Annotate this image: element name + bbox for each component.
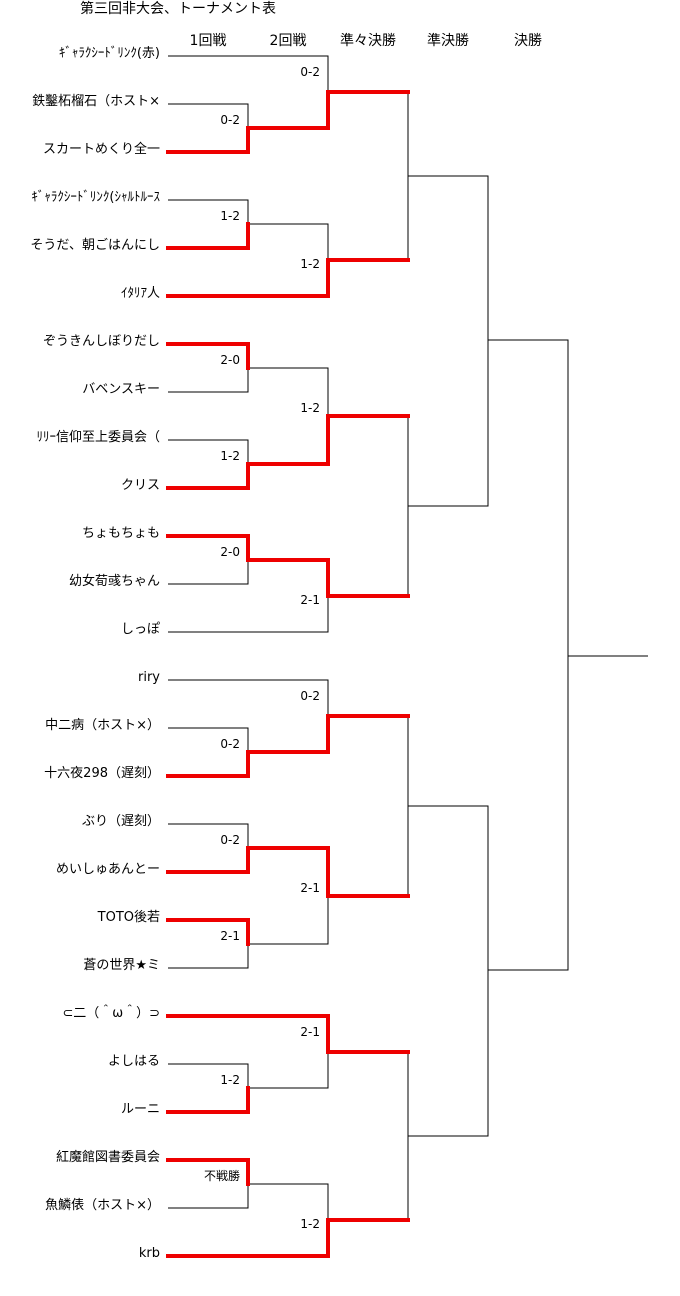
match-score-r1a: 0-2 [220, 113, 240, 127]
match-score-r1f: 0-2 [220, 737, 240, 751]
player-name: ⊂二（＾ω＾）⊃ [62, 1006, 160, 1021]
bracket-line [168, 103, 249, 128]
bracket-line [248, 367, 329, 416]
winner-path [166, 1014, 410, 1054]
player-name: ぶり（遅刻） [81, 814, 160, 829]
player-name: しっぽ [120, 622, 160, 637]
player-name: 中二病（ホスト×） [45, 718, 160, 733]
match-score-r1h: 2-1 [220, 929, 240, 943]
bracket-line [488, 339, 569, 656]
match-score-r2d: 2-1 [300, 593, 320, 607]
winner-path [166, 414, 410, 490]
bracket-line [248, 1052, 329, 1089]
player-name: ルーニ [120, 1102, 160, 1117]
player-name: 蒼の世界★ミ [83, 958, 160, 973]
round-header-2: 2回戦 [269, 33, 307, 49]
page-title: 第三回非大会、トーナメント表 [80, 1, 276, 17]
bracket-line [248, 1183, 329, 1220]
player-name: バベンスキー [82, 382, 160, 397]
match-score-r1e: 2-0 [220, 545, 240, 559]
winner-path [166, 1158, 250, 1186]
match-score-r1g: 0-2 [220, 833, 240, 847]
bracket-line [168, 439, 249, 464]
bracket-line [168, 823, 249, 848]
player-name: 鉄鑿柘榴石（ホスト× [32, 94, 160, 109]
match-score-r1d: 1-2 [220, 449, 240, 463]
match-score-r2c: 1-2 [300, 401, 320, 415]
player-name: めいしゅあんとー [55, 862, 160, 877]
player-name: krb [138, 1246, 160, 1261]
bracket-line [168, 368, 249, 393]
bracket-line [168, 727, 249, 752]
player-name: ちょもちょも [81, 526, 160, 541]
winner-path [166, 222, 250, 250]
match-score-r2f: 2-1 [300, 881, 320, 895]
round-header-semifinal: 準決勝 [427, 33, 469, 49]
match-score-r2g: 2-1 [300, 1025, 320, 1039]
bracket-line [407, 970, 489, 1137]
player-name: riry [138, 670, 160, 685]
winner-path [166, 258, 410, 298]
bracket-line [248, 223, 329, 260]
match-score-r1j: 不戦勝 [203, 1169, 240, 1183]
match-score-r1c: 2-0 [220, 353, 240, 367]
player-name: スカートめくり全一 [42, 142, 160, 157]
bracket-line [168, 1184, 249, 1209]
bracket-line [407, 340, 489, 507]
match-score-r2h: 1-2 [300, 1217, 320, 1231]
player-name: 幼女荀彧ちゃん [68, 574, 160, 589]
bracket-line [168, 596, 329, 633]
bracket-line [168, 1063, 249, 1088]
bracket-line [407, 92, 489, 340]
winner-path [166, 918, 250, 946]
bracket-line [168, 55, 329, 92]
bracket-line [168, 944, 249, 969]
player-name: 魚鱗俵（ホスト×） [45, 1198, 160, 1213]
bracket-line [407, 716, 489, 970]
player-name: ｷﾞｬﾗｸｼｰﾄﾞﾘﾝｸ(赤) [58, 46, 160, 61]
bracket-line [168, 679, 329, 716]
player-name: ｲﾀﾘｱ人 [120, 286, 160, 301]
winner-path [166, 90, 410, 154]
match-score-r1b: 1-2 [220, 209, 240, 223]
player-name: クリス [120, 478, 160, 493]
winner-path [166, 846, 410, 898]
round-header-quarterfinal: 準々決勝 [340, 33, 396, 49]
player-name: TOTO後若 [97, 910, 160, 925]
bracket-line [168, 199, 249, 224]
round-header-final: 決勝 [514, 33, 542, 49]
bracket-line [248, 896, 329, 945]
round-header-1: 1回戦 [189, 33, 227, 49]
match-score-r2b: 1-2 [300, 257, 320, 271]
player-name: 紅魔館図書委員会 [55, 1150, 160, 1165]
winner-path [166, 714, 410, 778]
match-score-r2a: 0-2 [300, 65, 320, 79]
player-name: ぞうきんしぼりだし [42, 334, 160, 349]
winner-path [166, 342, 250, 370]
player-name: ｷﾞｬﾗｸｼｰﾄﾞﾘﾝｸ(ｼｬﾙﾄﾙｰｽ [31, 190, 160, 205]
match-score-r2e: 0-2 [300, 689, 320, 703]
winner-path [166, 1086, 250, 1114]
player-name: そうだ、朝ごはんにし [30, 238, 160, 253]
player-name: 十六夜298（遅刻） [44, 766, 160, 781]
player-name: ﾘﾘｰ信仰至上委員会（ [36, 430, 160, 445]
winner-path [166, 1218, 410, 1258]
match-score-r1i: 1-2 [220, 1073, 240, 1087]
bracket-line [488, 656, 569, 971]
bracket-line [168, 560, 249, 585]
player-name: よしはる [107, 1054, 160, 1069]
winner-path [166, 534, 410, 598]
